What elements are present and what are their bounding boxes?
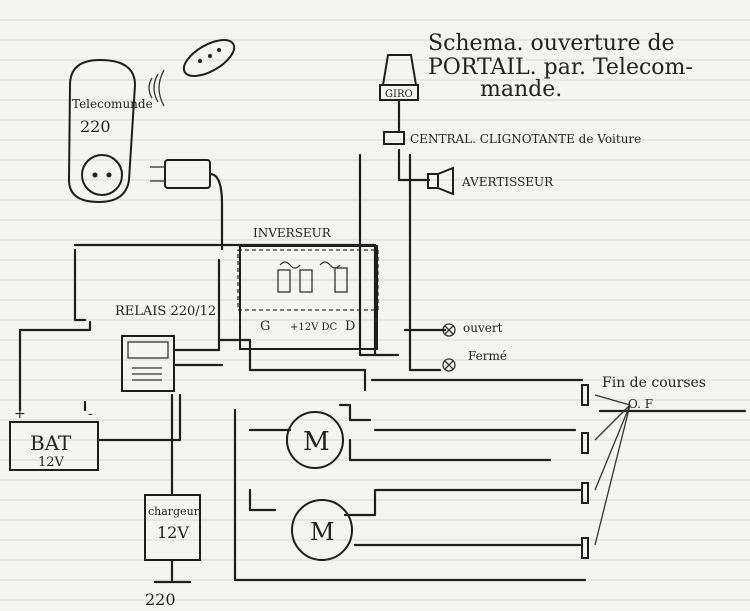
battery-plus: + bbox=[14, 406, 26, 422]
charger-mains: 220 bbox=[145, 590, 176, 609]
horn: AVERTISSEUR bbox=[427, 166, 554, 196]
limit-switches: Fin de courses O. F bbox=[581, 375, 747, 559]
wires bbox=[18, 148, 587, 582]
motor-1: M bbox=[286, 411, 344, 469]
title-line-2: PORTAIL. par. Telecom- bbox=[428, 55, 693, 80]
status-lamps: ouvert Fermé bbox=[442, 321, 507, 372]
relay-label: RELAIS 220/12 bbox=[115, 304, 216, 319]
charger: chargeur 12V 220 bbox=[144, 494, 201, 609]
giro-label: GIRO bbox=[385, 89, 413, 100]
inverter-title: INVERSEUR bbox=[253, 226, 332, 240]
inverter-right-label: D bbox=[345, 319, 355, 334]
remote-receiver: Telecomunde 220 bbox=[67, 58, 153, 204]
motor-2-label: M bbox=[310, 518, 335, 546]
title-line-1: Schema. ouverture de bbox=[428, 31, 675, 56]
mains-plug bbox=[150, 159, 224, 251]
giro-beacon: GIRO bbox=[379, 54, 419, 134]
title-line-3: mande. bbox=[480, 77, 562, 102]
charger-label: chargeur bbox=[148, 505, 200, 518]
lamp-closed-label: Fermé bbox=[468, 349, 507, 363]
limits-label: Fin de courses bbox=[602, 375, 706, 391]
central-unit bbox=[383, 131, 405, 145]
motor-1-label: M bbox=[303, 427, 330, 457]
central-label: CENTRAL. CLIGNOTANTE de Voiture bbox=[410, 132, 641, 146]
remote-transmitter bbox=[148, 39, 236, 107]
inverter-left-label: G bbox=[260, 319, 270, 334]
inverter-mid-label: +12V DC bbox=[290, 322, 338, 333]
battery-minus: - bbox=[88, 406, 93, 422]
battery-voltage: 12V bbox=[38, 455, 65, 470]
limits-sub: O. F bbox=[628, 397, 653, 411]
remote-label: Telecomunde bbox=[72, 97, 153, 111]
motor-2: M bbox=[291, 499, 353, 561]
battery: + - BAT 12V bbox=[9, 406, 99, 471]
relay: RELAIS 220/12 bbox=[115, 304, 216, 392]
lamp-open-label: ouvert bbox=[463, 321, 503, 335]
horn-label: AVERTISSEUR bbox=[461, 175, 554, 189]
charger-voltage: 12V bbox=[157, 523, 189, 542]
remote-voltage: 220 bbox=[80, 117, 111, 136]
battery-label: BAT bbox=[30, 431, 72, 455]
